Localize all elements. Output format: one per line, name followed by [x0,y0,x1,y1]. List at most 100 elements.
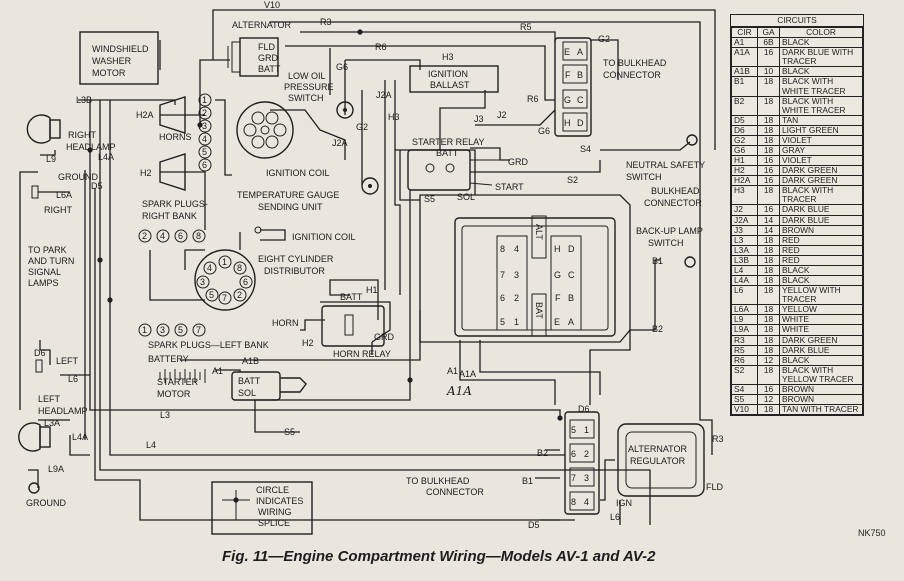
circuit-cir: A1A [731,47,758,68]
bulk-pin: B [568,293,574,303]
regulator-ign-label: IGN [616,498,632,508]
circuit-ga: 18 [757,244,780,256]
legend-line-4: SPLICE [258,518,290,528]
spark-left-num: 5 [178,325,183,335]
circuit-color: VIOLET [779,134,863,147]
relay-grd-label: GRD [508,157,529,167]
circuit-cir: L6 [731,285,758,306]
ignition-coil-2-label: IGNITION COIL [292,232,356,242]
circuit-ga: 12 [757,354,780,366]
circuit-ga: 16 [757,204,780,216]
lower-pin: 4 [584,497,589,507]
circuit-cir: A1B [731,66,758,78]
wire-label-a1: A1 [212,366,223,376]
wire-label-b2: B2 [652,324,663,334]
circuit-ga: 18 [757,334,780,346]
backup-switch-label-1: BACK-UP LAMP [636,226,703,236]
regulator-fld-label: FLD [706,482,724,492]
bulk-pin: 3 [514,270,519,280]
circuit-cir: L3B [731,254,758,266]
spark-left: 1 3 5 7 SPARK PLUGS—LEFT BANK [138,323,269,350]
wire-label-l4a: L4A [98,152,114,162]
bulk-pin: 1 [514,317,519,327]
alt-terminal-grd: GRD [258,53,279,63]
wire-label-l6b: L6 [610,512,620,522]
bulk-pin: A [568,317,574,327]
circuit-ga: 18 [757,404,780,416]
starter-motor-label-2: MOTOR [157,389,191,399]
handwritten-note: A1A [446,384,472,398]
wire-label-l3: L3 [160,410,170,420]
wire-label-l9: L9 [46,154,56,164]
circuit-ga: 18 [757,304,780,316]
bulkhead-connector-lower: 5 1 6 2 7 3 8 4 TO BULKHEAD CONNECTOR [406,411,600,515]
wire-label-r6: R6 [375,42,387,52]
circuit-ga: 18 [757,185,780,206]
circuit-cir: L3A [731,244,758,256]
circuit-color: BLACK WITH WHITE TRACER [779,76,863,97]
wire-label-s5: S5 [424,194,435,204]
wire-label-j2a: J2A [376,90,392,100]
starter-relay-label: STARTER RELAY [412,137,485,147]
legend-line-2: INDICATES [256,496,303,506]
lower-pin: 5 [571,425,576,435]
top-pin-f: F [565,70,571,80]
wire-label-s2: S2 [567,175,578,185]
circuit-ga: 18 [757,264,780,277]
wire-label-h2: H2 [140,168,152,178]
park-lamps-4: LAMPS [28,278,59,288]
circuit-ga: 18 [757,234,780,246]
relay-sol-label: SOL [457,192,475,202]
right-label: RIGHT [44,205,73,215]
wire-label-g6: G6 [336,62,348,72]
circuit-color: BLACK WITH YELLOW TRACER [779,364,863,385]
circuit-cir: H2 [731,165,758,177]
ground-label-top: GROUND [58,172,98,182]
bulkhead-label-1: BULKHEAD [651,186,700,196]
wire-label-l6a: L6A [56,190,72,200]
wire-labels: V10 R3 R5 R6 R6 G2 G6 G6 H3 H3 J2A J2A J… [34,0,724,530]
circuit-ga: 14 [757,224,780,236]
backup-switch-label-2: SWITCH [648,238,684,248]
circuit-ga: 18 [757,324,780,336]
dist-pin: 7 [222,293,227,303]
dist-pin: 8 [237,263,242,273]
alternator: ALTERNATOR FLD GRD BATT [227,20,292,77]
starter-sol-label: SOL [238,388,256,398]
top-pin-e: E [564,47,570,57]
circuit-cir: S4 [731,383,758,395]
circuit-color: BLACK WITH WHITE TRACER [779,95,863,116]
wire-label-v10: V10 [264,0,280,10]
circuit-color: BLACK [779,354,863,366]
bulk-pin: G [554,270,561,280]
legend-splice-dot [233,497,239,503]
horn-relay-batt: BATT [340,292,363,302]
figure-code: NK750 [858,528,886,538]
wire-label-a1-2: A1 [447,366,458,376]
wire-label-l4a-2: L4A [72,432,88,442]
wire-label-l3a: L3A [44,418,60,428]
circuit-color: TAN [779,114,863,126]
circuit-cir: L4A [731,275,758,287]
circuit-ga: 18 [757,95,780,116]
washer-motor-label-2: WASHER [92,56,132,66]
circuit-cir: A1 [731,37,758,49]
circuit-cir: L3 [731,234,758,246]
spark-right-num: 6 [178,231,183,241]
circuit-cir: L9A [731,324,758,336]
spark-right-label-2: RIGHT BANK [142,211,197,221]
circuit-color: DARK GREEN [779,175,863,187]
circuit-cir: B1 [731,76,758,97]
splice-dot [557,415,563,421]
bulk-pin: 6 [500,293,505,303]
header-ga: GA [757,27,780,39]
top-pin-a: A [577,47,583,57]
neutral-switch-label-2: SWITCH [626,172,662,182]
neutral-switch-label-1: NEUTRAL SAFETY [626,160,705,170]
